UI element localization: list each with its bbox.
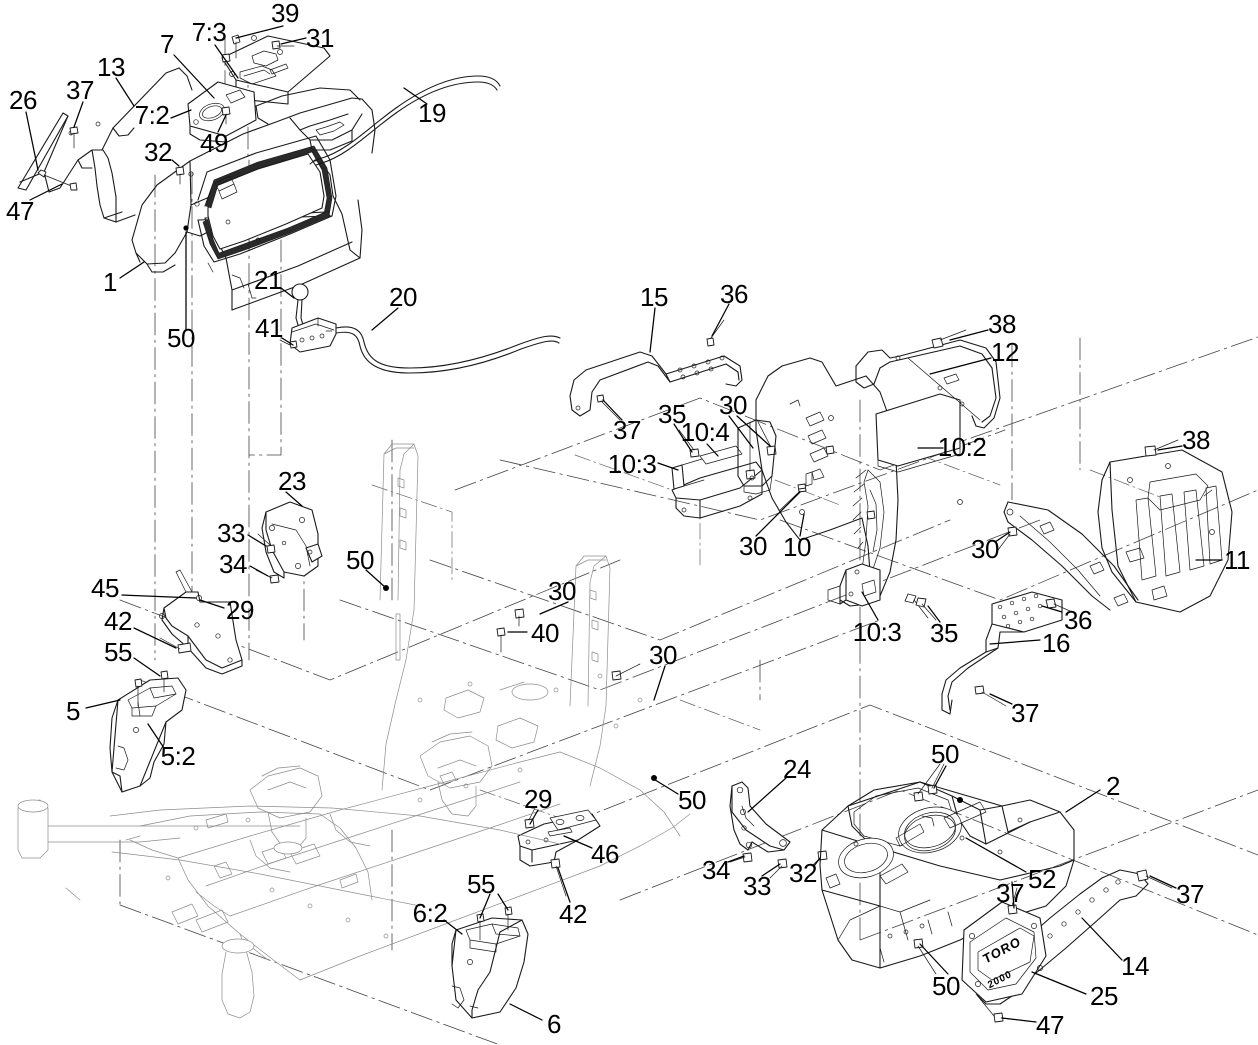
callout-47: 47 [1036,1010,1064,1040]
callout-34: 34 [219,549,247,579]
callout-50: 50 [931,739,959,769]
callout-21: 21 [254,265,282,295]
callout-55: 55 [104,637,132,667]
callout-38: 38 [1182,425,1210,455]
callout-10-3: 10:3 [852,617,902,647]
callout-35: 35 [658,399,686,429]
callout-15: 15 [640,282,668,312]
callout-42: 42 [104,606,132,636]
chassis-frame-ghost [17,443,691,1019]
callout-13: 13 [97,52,125,82]
leader-lines [25,25,1223,1023]
callout-5: 5 [66,696,80,726]
callout-5-2: 5:2 [160,741,196,771]
callout-30: 30 [548,576,576,606]
callout-35: 35 [930,618,958,648]
callout-33: 33 [217,518,245,548]
part-5-left-guard [109,670,187,793]
part-23-pivot-bracket [255,501,323,584]
callout-49: 49 [200,128,228,158]
callout-25: 25 [1090,981,1118,1011]
callout-14: 14 [1121,951,1149,981]
callout-37: 37 [613,415,641,445]
part-11-guard [997,439,1233,613]
callout-33: 33 [743,871,771,901]
callout-52: 52 [1028,864,1056,894]
callout-50: 50 [932,971,960,1001]
callout-10-4: 10:4 [680,417,730,447]
part-1-hood [131,87,376,311]
callout-55: 55 [467,869,495,899]
callout-10-3: 10:3 [607,449,657,479]
callout-36: 36 [1064,605,1092,635]
callout-37: 37 [1011,698,1039,728]
part-21-41-20-lever-cable [279,283,561,374]
callout-26: 26 [9,85,37,115]
callout-30: 30 [719,390,747,420]
callout-10-2: 10:2 [937,432,987,462]
callout-50: 50 [346,545,374,575]
callout-30: 30 [649,640,677,670]
callout-45: 45 [91,573,119,603]
callout-20: 20 [389,282,417,312]
part-10-4-bracket [671,419,777,519]
callout-41: 41 [255,313,283,343]
callout-7-3: 7:3 [191,17,227,47]
callout-32: 32 [789,858,817,888]
callout-37: 37 [1176,879,1204,909]
callout-6-2: 6:2 [412,898,448,928]
callout-50: 50 [167,323,195,353]
part-19-cable [309,75,501,166]
callout-29: 29 [226,595,254,625]
callout-40: 40 [531,618,559,648]
callout-37: 37 [996,878,1024,908]
callout-31: 31 [306,23,334,53]
callout-6: 6 [547,1009,561,1039]
callout-7-2: 7:2 [134,100,170,130]
callout-11: 11 [1224,545,1251,575]
callout-37: 37 [66,75,94,105]
part-14-side-panel [961,869,1173,1023]
part-7-control-panel [187,34,331,143]
callout-36: 36 [720,279,748,309]
part-15-bar [569,319,743,421]
callout-12: 12 [991,337,1019,367]
part-45-plate [159,569,243,675]
callout-46: 46 [591,839,619,869]
part-12-rail [855,329,1001,429]
callout-42: 42 [559,899,587,929]
callout-7: 7 [160,29,174,59]
callout-34: 34 [702,855,730,885]
callout-1: 1 [103,267,117,297]
callout-16: 16 [1042,628,1070,658]
callout-47: 47 [6,196,34,226]
callout-30: 30 [971,534,999,564]
callout-24: 24 [783,754,811,784]
callout-10: 10 [783,532,811,562]
callout-19: 19 [418,98,446,128]
part-6-right-guard [451,906,529,1019]
callout-38: 38 [988,309,1016,339]
callout-2: 2 [1106,771,1120,801]
part-16-foot-bracket [941,591,1071,715]
callout-30: 30 [739,531,767,561]
callout-32: 32 [144,137,172,167]
part-13-left-support [17,67,193,223]
callout-23: 23 [278,466,306,496]
callout-29: 29 [524,784,552,814]
callout-50: 50 [678,785,706,815]
callout-39: 39 [271,0,299,28]
